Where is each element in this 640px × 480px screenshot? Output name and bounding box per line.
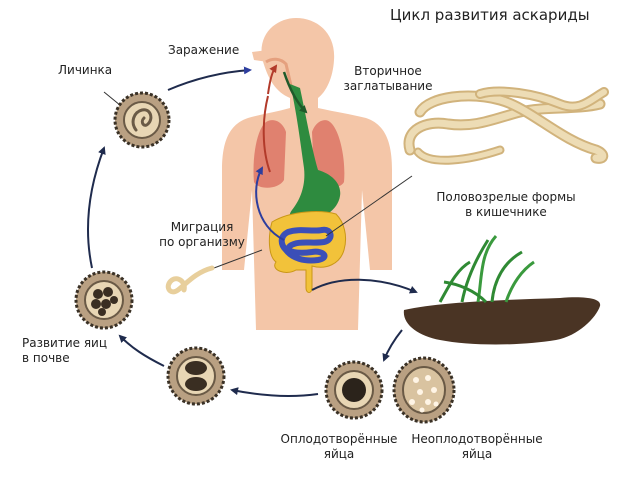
egg-with-larva bbox=[113, 91, 171, 149]
arrow-reswallow bbox=[282, 71, 308, 114]
small-intestine bbox=[278, 226, 334, 264]
label-larva: Личинка bbox=[58, 63, 113, 77]
diagram-title: Цикл развития аскариды bbox=[390, 6, 590, 24]
label-unfertilized-eggs: Неоплодотворённые яйца bbox=[411, 432, 543, 461]
arrow-two-cell-to-development bbox=[118, 334, 165, 367]
airway bbox=[265, 57, 294, 91]
egg-two-cell bbox=[166, 346, 226, 406]
arrow-body-to-soil bbox=[311, 278, 418, 294]
arrow-development-to-larva bbox=[87, 146, 106, 269]
arrow-soil-to-eggs bbox=[382, 329, 403, 362]
label-infection: Заражение bbox=[168, 43, 240, 57]
pointer-adult bbox=[325, 175, 413, 237]
label-soil-development: Развитие яиц в почве bbox=[22, 336, 108, 365]
arrow-migration-to-throat bbox=[267, 64, 278, 95]
label-migration: Миграция по организму bbox=[159, 220, 245, 249]
migrating-larva bbox=[165, 265, 215, 295]
arrow-blood-to-lungs bbox=[255, 166, 285, 241]
egg-cleaving bbox=[74, 270, 134, 330]
soil-with-grass bbox=[403, 235, 601, 345]
arrow-fertilized-to-two-cell bbox=[230, 387, 319, 398]
pointer-migration bbox=[213, 249, 263, 269]
adult-worms bbox=[403, 86, 609, 165]
label-adult-forms: Половозрелые формы в кишечнике bbox=[436, 190, 576, 219]
label-fertilized-eggs: Оплодотворённые яйца bbox=[280, 432, 398, 461]
stomach bbox=[289, 84, 341, 223]
egg-fertilized bbox=[324, 360, 384, 420]
label-reswallow: Вторичное заглатывание bbox=[343, 64, 433, 93]
egg-unfertilized bbox=[392, 356, 456, 424]
arrow-lungs-to-trachea bbox=[262, 95, 271, 173]
arrow-larva-to-infection bbox=[167, 66, 252, 91]
